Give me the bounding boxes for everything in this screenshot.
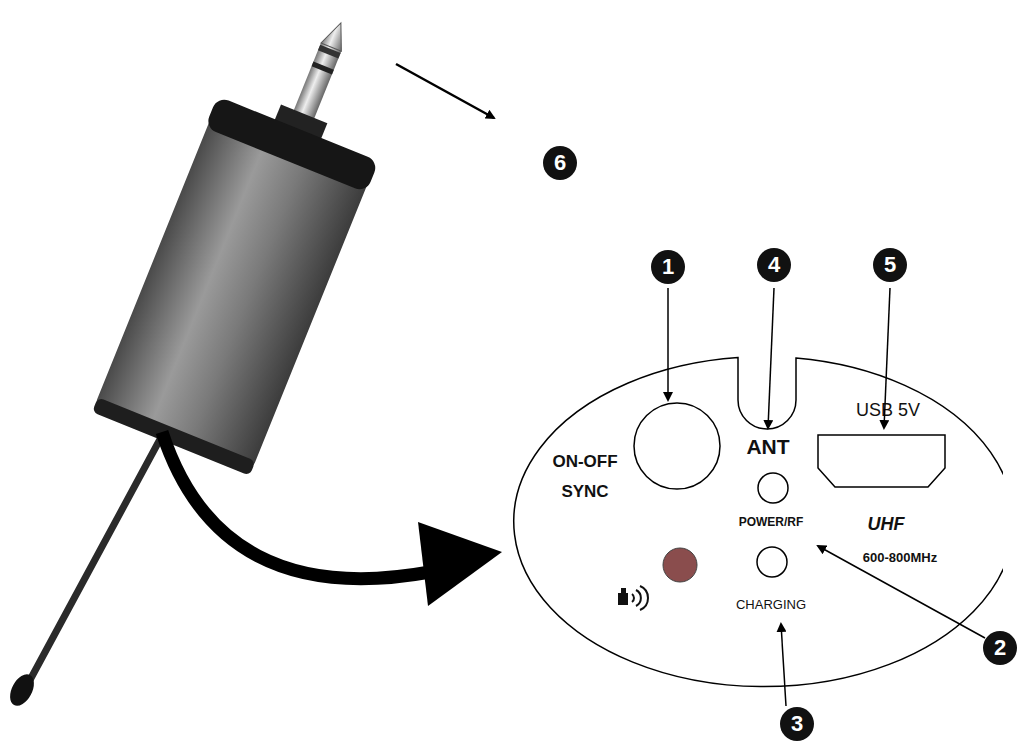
callout-number: 3	[780, 707, 814, 741]
callout-number: 1	[651, 250, 685, 284]
panel-label: UHF	[868, 514, 905, 535]
callout-number: 6	[543, 146, 577, 180]
usb-port	[818, 435, 945, 487]
callout-number: 4	[757, 248, 791, 282]
leader-arrow	[667, 288, 669, 400]
leader-arrow	[396, 64, 494, 118]
charging-led	[757, 547, 787, 577]
leader-arrow	[768, 288, 774, 428]
callout-number: 2	[983, 631, 1017, 665]
pointer-arrow	[162, 432, 430, 579]
receiver-body	[90, 0, 421, 477]
control-panel: ON-OFF SYNC ANT USB 5V POWER/RF UHF 600-800MH…	[500, 355, 1003, 690]
ir-window	[663, 548, 697, 582]
ir-icon	[618, 586, 648, 610]
callout-number: 5	[873, 248, 907, 282]
panel-label: CHARGING	[736, 597, 806, 612]
leader-arrow	[884, 288, 890, 428]
panel-label: USB 5V	[856, 400, 920, 421]
pointer-arrowhead	[418, 522, 502, 606]
panel-label: 600-800MHz	[863, 550, 937, 565]
panel-label: ON-OFF SYNC	[545, 447, 625, 507]
leader-arrow	[781, 624, 786, 706]
sync-button	[634, 403, 720, 489]
leader-arrow	[818, 546, 985, 638]
power-led	[758, 473, 788, 503]
panel-label: ANT	[746, 435, 789, 459]
antenna-tip	[5, 670, 39, 709]
panel-label: POWER/RF	[739, 515, 804, 529]
antenna	[30, 430, 165, 680]
